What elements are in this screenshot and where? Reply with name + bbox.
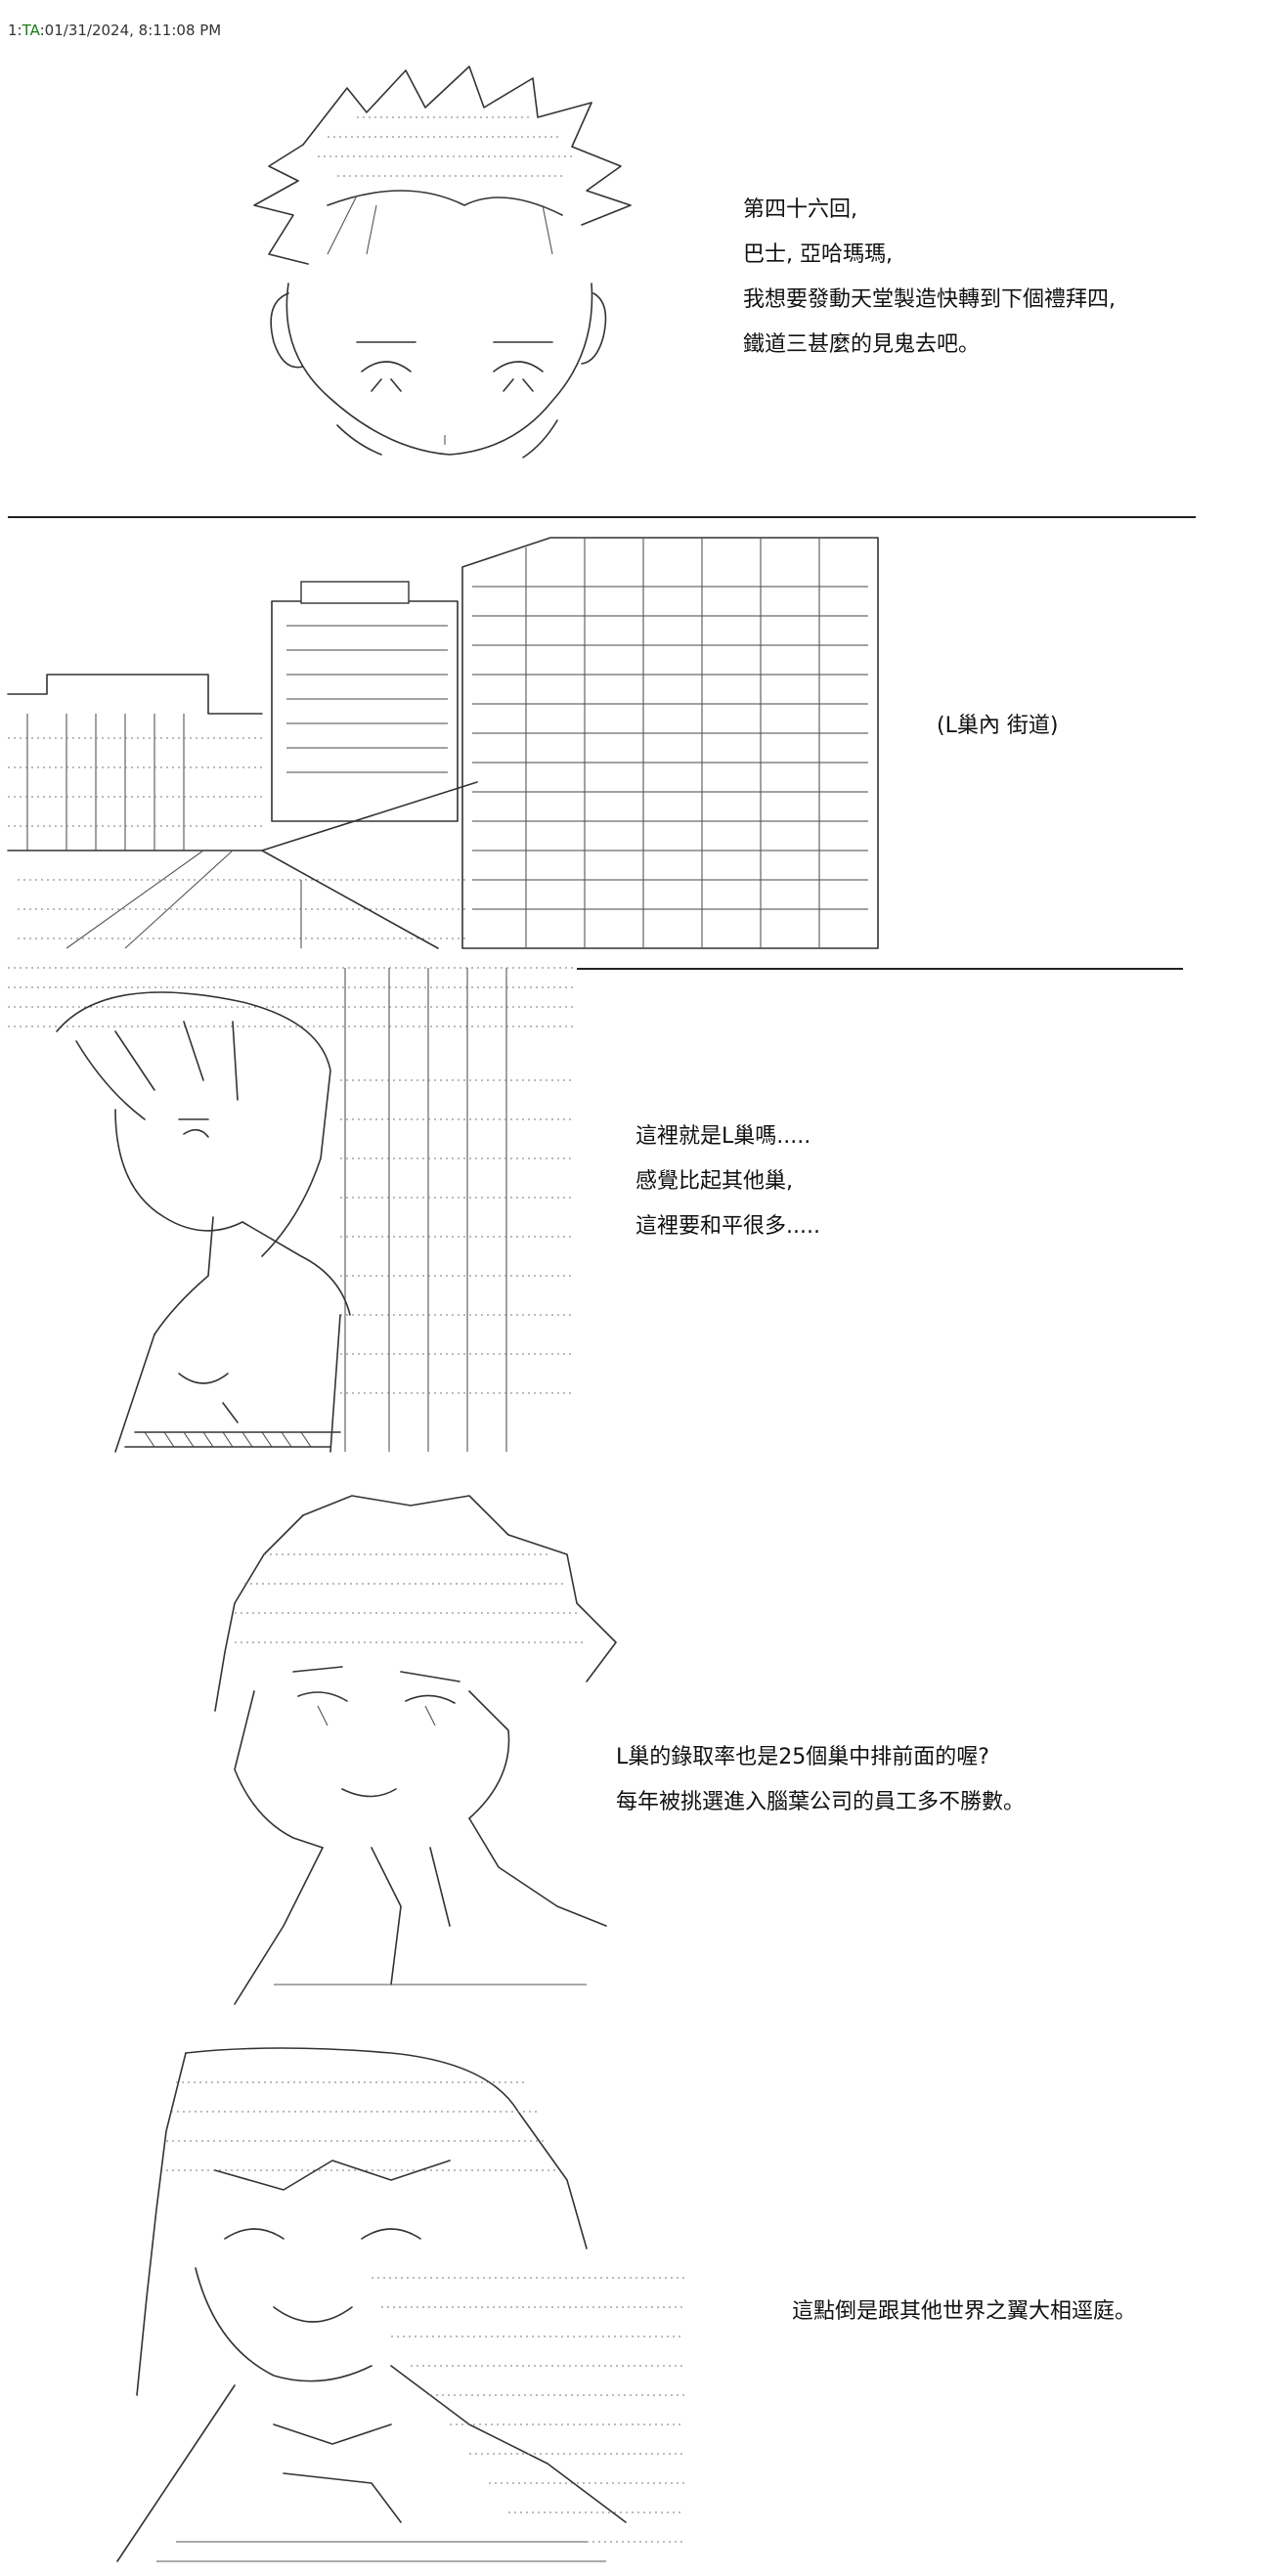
dialog-line: 我想要發動天堂製造快轉到下個禮拜四,	[743, 287, 1116, 312]
panel-divider	[577, 968, 1183, 970]
ascii-art-girl-looking-back	[8, 967, 575, 1453]
poster-name: TA	[22, 22, 40, 39]
dialog-line: 巴士, 亞哈瑪瑪,	[743, 242, 893, 267]
post-date: 01/31/2024, 8:11:08 PM	[44, 22, 222, 39]
post-number: 1	[8, 22, 18, 39]
dialog-box-1: 第四十六回, 巴士, 亞哈瑪瑪, 我想要發動天堂製造快轉到下個禮拜四, 鐵道三甚…	[743, 188, 1116, 368]
dialog-line: 這裡要和平很多.....	[636, 1214, 820, 1239]
dialog-line: (L巢內 街道)	[937, 714, 1059, 738]
dialog-box-5: 這點倒是跟其他世界之翼大相逕庭。	[792, 2290, 1136, 2335]
ascii-art-city-street	[7, 537, 879, 949]
dialog-line: 鐵道三甚麼的見鬼去吧。	[743, 332, 981, 357]
panel-divider	[8, 516, 1196, 518]
dialog-line: 每年被挑選進入腦葉公司的員工多不勝數。	[616, 1790, 1026, 1814]
dialog-box-2: (L巢內 街道)	[937, 704, 1058, 749]
ascii-art-girl-smiling	[116, 2047, 684, 2562]
dialog-box-4: L巢的錄取率也是25個巢中排前面的喔? 每年被挑選進入腦葉公司的員工多不勝數。	[616, 1735, 1025, 1825]
post-header: 1:TA:01/31/2024, 8:11:08 PM	[8, 22, 222, 39]
ascii-art-boy-talking	[214, 1495, 617, 2005]
dialog-line: 感覺比起其他巢,	[636, 1169, 793, 1194]
dialog-line: 這裡就是L巢嗎.....	[636, 1124, 811, 1149]
dialog-line: L巢的錄取率也是25個巢中排前面的喔?	[616, 1745, 989, 1769]
dialog-line: 這點倒是跟其他世界之翼大相逕庭。	[792, 2299, 1137, 2324]
dialog-line: 第四十六回,	[743, 197, 857, 222]
ascii-art-boy-face	[253, 65, 632, 458]
dialog-box-3: 這裡就是L巢嗎..... 感覺比起其他巢, 這裡要和平很多.....	[636, 1114, 820, 1249]
